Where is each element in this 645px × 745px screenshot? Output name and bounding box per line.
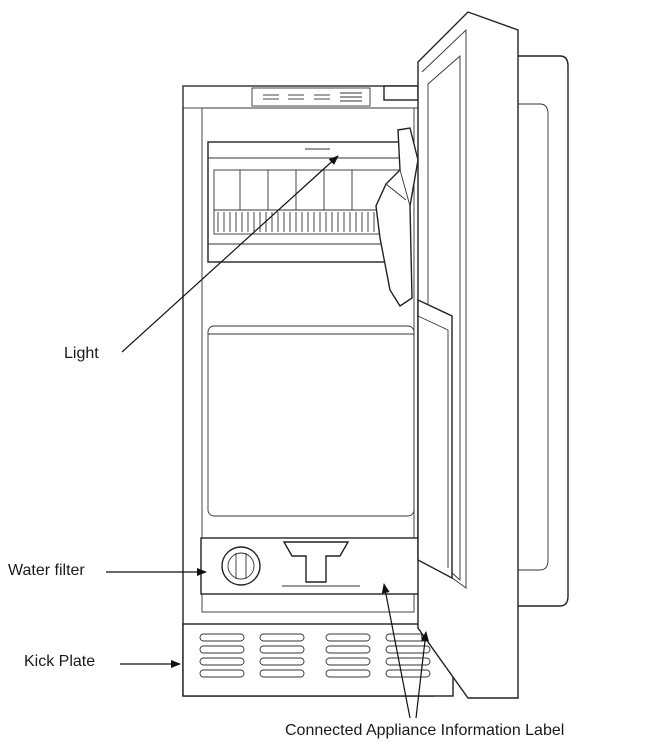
light-pointer <box>121 155 339 353</box>
open-door <box>417 11 519 699</box>
kick-plate-label: Kick Plate <box>24 653 96 670</box>
info-label-pointer-1 <box>381 583 411 719</box>
light-label: Light <box>64 345 99 362</box>
control-panel <box>263 92 362 102</box>
info-label-label: Connected Appliance Information Label <box>285 722 565 739</box>
ice-bin <box>207 325 415 517</box>
water-filter-label: Water filter <box>8 562 85 579</box>
info-label-pointer-2 <box>415 631 429 719</box>
water-filter <box>200 537 422 595</box>
pointer-lines <box>106 155 429 719</box>
kick-plate <box>182 623 454 697</box>
ice-maker <box>207 141 409 263</box>
ice-scoop <box>375 127 419 307</box>
door-handle <box>509 55 569 607</box>
